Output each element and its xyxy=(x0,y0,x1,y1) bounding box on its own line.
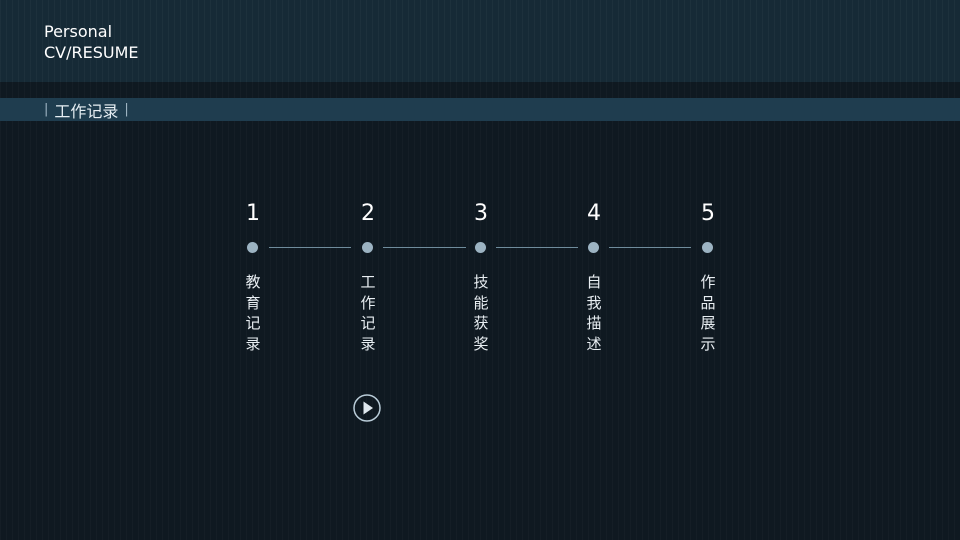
step-number-1: 1 xyxy=(246,201,260,226)
section-bar xyxy=(0,98,960,121)
brand-line-cv-resume: CV/RESUME xyxy=(44,43,139,62)
header-band: Personal CV/RESUME xyxy=(0,0,960,82)
step-dot-5 xyxy=(702,242,713,253)
play-button[interactable] xyxy=(353,394,381,422)
brand-line-personal: Personal xyxy=(44,22,113,41)
brand-title: Personal CV/RESUME xyxy=(44,21,139,63)
step-label-education[interactable]: 教 育 记 录 xyxy=(245,273,261,353)
step-number-3: 3 xyxy=(474,201,488,226)
step-dot-2 xyxy=(362,242,373,253)
step-number-4: 4 xyxy=(587,201,601,226)
connector-line-3-4 xyxy=(496,247,578,248)
step-label-work[interactable]: 工 作 记 录 xyxy=(360,273,376,353)
connector-line-1-2 xyxy=(269,247,351,248)
divider-left: | xyxy=(44,102,49,117)
step-number-5: 5 xyxy=(701,201,715,226)
step-label-self[interactable]: 自 我 描 述 xyxy=(586,273,602,353)
connector-line-4-5 xyxy=(609,247,691,248)
step-dot-3 xyxy=(475,242,486,253)
divider-right: | xyxy=(124,102,129,117)
step-dot-4 xyxy=(588,242,599,253)
step-dot-1 xyxy=(247,242,258,253)
step-label-portfolio[interactable]: 作 品 展 示 xyxy=(700,273,716,353)
play-circle-icon xyxy=(353,394,381,422)
step-label-skills[interactable]: 技 能 获 奖 xyxy=(473,273,489,353)
step-number-2: 2 xyxy=(361,201,375,226)
section-title: 工作记录 xyxy=(54,101,119,121)
connector-line-2-3 xyxy=(383,247,466,248)
section-heading: | 工作记录 | xyxy=(44,98,135,121)
